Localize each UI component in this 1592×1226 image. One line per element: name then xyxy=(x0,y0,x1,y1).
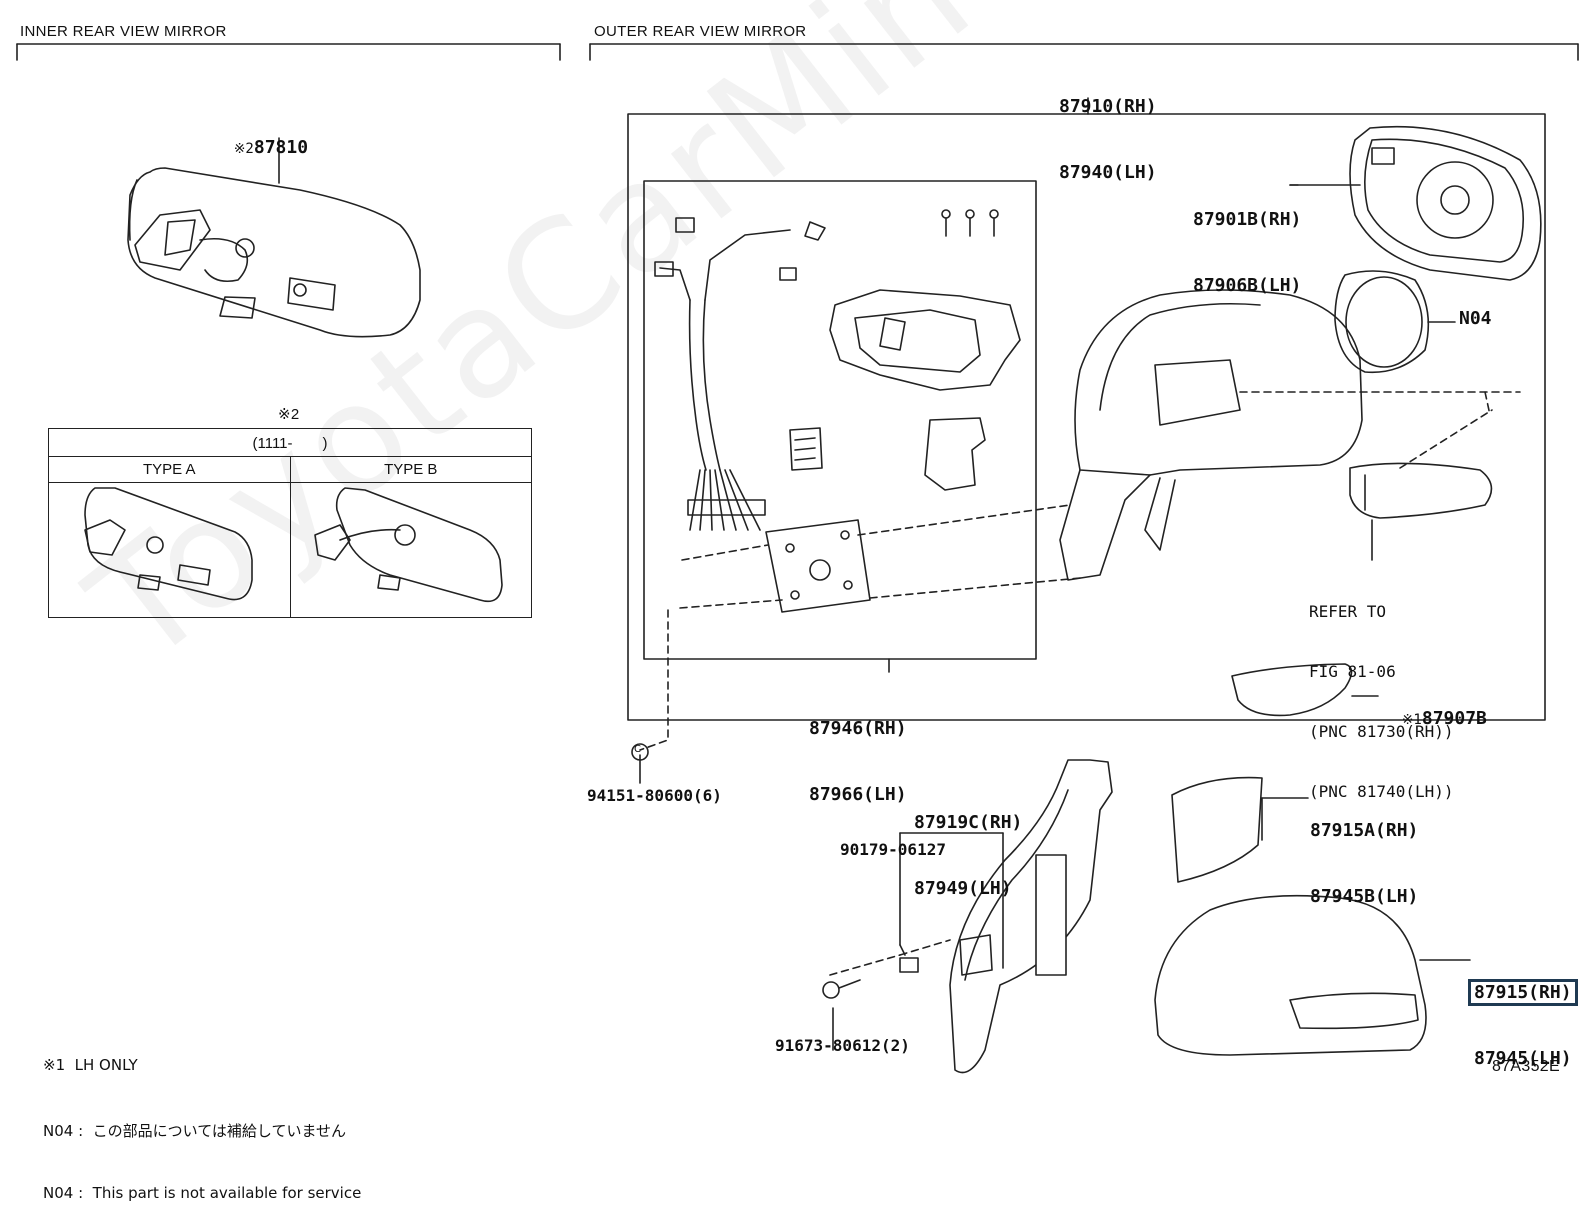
variant-type-a-image xyxy=(48,482,291,618)
inner-mirror-label[interactable]: ※287810 xyxy=(212,115,308,160)
note-lh-only: ※1 LH ONLY xyxy=(43,1056,138,1074)
outer-cover-lh[interactable]: 87945(LH) xyxy=(1474,1048,1572,1069)
outer-cover-rh[interactable]: 87915(RH) xyxy=(1468,979,1578,1006)
mirror-glass-label[interactable]: 87901B(RH) 87906B(LH) xyxy=(1193,165,1301,319)
inner-mirror-part-number[interactable]: 87810 xyxy=(253,137,309,158)
garnish-drawing xyxy=(949,759,1113,1074)
note-n04-jp: N04 : この部品については補給していません xyxy=(43,1122,347,1140)
lower-cover-drawing xyxy=(1171,776,1263,883)
lower-cover-lh[interactable]: 87945B(LH) xyxy=(1310,886,1419,907)
screw-c-drawing xyxy=(631,743,649,761)
actuator-subframe xyxy=(643,180,1037,660)
small-screws-drawing xyxy=(941,209,999,237)
variant-type-b-header: TYPE B xyxy=(289,456,532,483)
bolt-part-number[interactable]: 91673-80612(2) xyxy=(775,1036,910,1055)
bolt-drawing xyxy=(822,979,861,999)
notes: ※1 LH ONLY N04 : この部品については補給していません N04 :… xyxy=(43,1010,361,1226)
outer-assy-rh[interactable]: 87910(RH) xyxy=(1059,96,1157,117)
outer-assy-frame xyxy=(627,113,1546,721)
inner-mirror-drawing xyxy=(127,137,421,338)
dashed-guide-lines xyxy=(639,391,1521,976)
outer-cover-drawing xyxy=(1154,894,1427,1056)
lamp-cover-label[interactable]: ※187907B xyxy=(1380,686,1487,731)
actuator-rh[interactable]: 87946(RH) xyxy=(809,718,907,739)
turn-lamp-drawing xyxy=(1349,462,1493,561)
garnish-rh[interactable]: 87919C(RH) xyxy=(914,812,1023,833)
variant-table-marker: ※2 xyxy=(278,406,300,423)
lamp-cover-marker: ※1 xyxy=(1401,712,1422,728)
inner-mirror-marker: ※2 xyxy=(233,141,254,157)
outer-assy-label[interactable]: 87910(RH) 87940(LH) xyxy=(1059,52,1157,206)
mirror-glass-drawing xyxy=(1349,125,1542,281)
mirror-glass-rh[interactable]: 87901B(RH) xyxy=(1193,209,1302,230)
mirror-motor-code[interactable]: N04 xyxy=(1459,308,1492,329)
refer-line-3: (PNC 81730(RH)) xyxy=(1309,722,1454,741)
mirror-glass-lh[interactable]: 87906B(LH) xyxy=(1193,275,1302,296)
variant-table: (1111- ) TYPE A TYPE B xyxy=(48,428,532,618)
variant-range-label: (1111- ) xyxy=(48,428,532,457)
lamp-cover-part-number[interactable]: 87907B xyxy=(1421,708,1487,729)
clip-part-number[interactable]: 90179-06127 xyxy=(840,840,946,859)
bracket-drawing xyxy=(924,417,986,491)
outer-section-title: OUTER REAR VIEW MIRROR xyxy=(594,23,807,40)
inner-section-title: INNER REAR VIEW MIRROR xyxy=(20,23,227,40)
refer-line-4: (PNC 81740(LH)) xyxy=(1309,782,1454,801)
actuator-base-plate-drawing xyxy=(765,519,871,613)
mirror-motor-drawing xyxy=(1334,270,1456,374)
refer-line-2[interactable]: FIG 81-06 xyxy=(1309,662,1396,681)
variant-type-a-header: TYPE A xyxy=(48,456,291,483)
note-n04-en: N04 : This part is not available for ser… xyxy=(43,1184,362,1202)
garnish-lh[interactable]: 87949(LH) xyxy=(914,878,1012,899)
lower-cover-rh[interactable]: 87915A(RH) xyxy=(1310,820,1419,841)
garnish-label[interactable]: 87919C(RH) 87949(LH) xyxy=(914,768,1022,922)
wire-harness-drawing xyxy=(654,217,826,531)
connector-drawing xyxy=(789,427,823,471)
refer-line-1: REFER TO xyxy=(1309,602,1387,621)
variant-type-b-image xyxy=(289,482,532,618)
actuator-label[interactable]: 87946(RH) 87966(LH) xyxy=(809,674,907,828)
lamp-cover-drawing xyxy=(1231,663,1379,717)
lower-cover-label[interactable]: 87915A(RH) 87945B(LH) xyxy=(1310,776,1418,930)
outer-assy-lh[interactable]: 87940(LH) xyxy=(1059,162,1157,183)
actuator-motor-drawing xyxy=(829,289,1021,391)
actuator-lh[interactable]: 87966(LH) xyxy=(809,784,907,805)
clip-drawing xyxy=(899,957,919,973)
refer-to-note[interactable]: REFER TO FIG 81-06 (PNC 81730(RH)) (PNC … xyxy=(1309,562,1454,822)
outer-section-bracket xyxy=(589,43,1579,61)
screw-circle-label: C xyxy=(634,744,641,755)
figure-id: 87A352E xyxy=(1492,1058,1560,1075)
mirror-housing-drawing xyxy=(1059,289,1363,581)
leader-lines xyxy=(639,184,1471,1051)
inner-section-bracket xyxy=(16,43,561,61)
screw-part-number[interactable]: 94151-80600(6) xyxy=(587,786,722,805)
outer-cover-label[interactable]: 87915(RH) 87945(LH) xyxy=(1468,938,1578,1092)
